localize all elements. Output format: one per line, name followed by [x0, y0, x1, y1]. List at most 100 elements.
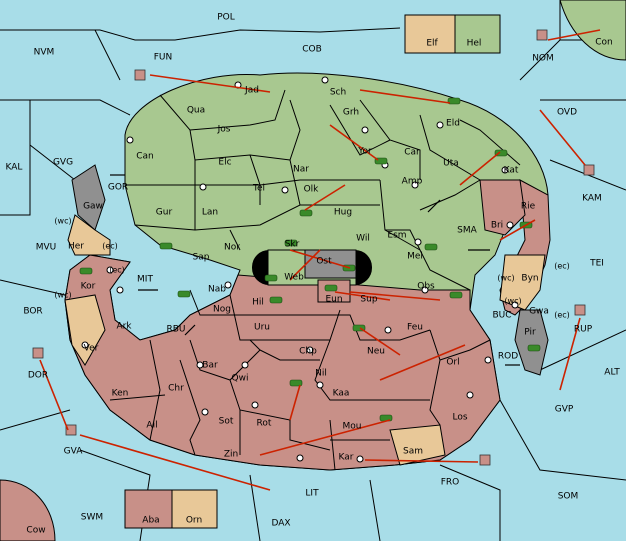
label-Yor: Yor: [357, 147, 372, 157]
label-Web: Web: [284, 273, 304, 283]
label-BUC: BUC: [492, 311, 511, 321]
label-Rie: Rie: [521, 202, 536, 212]
label-Elf: Elf: [426, 39, 438, 49]
label-Eun: Eun: [325, 295, 342, 305]
label-Car: Car: [404, 148, 420, 158]
label-SWM: SWM: [81, 513, 103, 523]
label-BOR: BOR: [23, 307, 42, 317]
label-DAX: DAX: [271, 519, 290, 529]
label-ROD: ROD: [498, 352, 518, 362]
label-MVU: MVU: [36, 243, 57, 253]
label-NOM: NOM: [532, 54, 554, 64]
label-TEI: TEI: [589, 259, 604, 269]
label-OVD: OVD: [557, 108, 577, 118]
label-Nog: Nog: [213, 305, 231, 315]
label-Olk: Olk: [304, 185, 320, 195]
label-Ken: Ken: [112, 389, 129, 399]
coast-tag: (wc): [54, 217, 71, 226]
label-GVA: GVA: [64, 447, 84, 457]
supply-centers: [81, 76, 519, 463]
label-Pir: Pir: [524, 328, 536, 338]
label-Sup: Sup: [360, 295, 377, 305]
label-Con: Con: [595, 38, 613, 48]
label-Chp: Chp: [299, 347, 317, 357]
label-Jos: Jos: [217, 125, 231, 135]
label-Gwa: Gwa: [529, 307, 549, 317]
label-Tel: Tel: [252, 184, 265, 194]
label-Los: Los: [452, 413, 467, 423]
label-Uta: Uta: [443, 159, 459, 169]
order-arrows: [39, 29, 601, 491]
coast-tag: (ec): [554, 262, 570, 271]
label-GOR: GOR: [108, 183, 128, 193]
label-KAL: KAL: [6, 163, 23, 173]
label-MIT: MIT: [137, 275, 153, 285]
label-Lan: Lan: [202, 208, 218, 218]
label-Eld: Eld: [446, 119, 460, 129]
fleets: [32, 29, 595, 466]
label-Ost: Ost: [316, 257, 332, 267]
connectors: [110, 174, 520, 366]
label-FUN: FUN: [154, 53, 173, 63]
label-Nor: Nor: [224, 243, 240, 253]
label-RBU: RBU: [166, 325, 185, 335]
label-Feu: Feu: [407, 323, 423, 333]
label-Rot: Rot: [257, 419, 272, 429]
label-Byn: Byn: [521, 274, 538, 284]
label-Wil: Wil: [356, 234, 370, 244]
label-Kat: Kat: [504, 166, 519, 176]
label-Neu: Neu: [367, 347, 385, 357]
label-RUP: RUP: [574, 325, 593, 335]
label-Sot: Sot: [219, 417, 234, 427]
label-Obs: Obs: [417, 282, 435, 292]
label-Elc: Elc: [218, 158, 231, 168]
label-Hel: Hel: [467, 39, 482, 49]
label-Esm: Esm: [387, 231, 406, 241]
label-SOM: SOM: [558, 492, 579, 502]
label-Zin: Zin: [224, 450, 238, 460]
label-POL: POL: [217, 13, 235, 23]
coast-tag: (ec): [554, 311, 570, 320]
label-GVP: GVP: [555, 405, 574, 415]
coast-tag: (wc): [54, 291, 71, 300]
label-KAM: KAM: [582, 194, 602, 204]
label-Jad: Jad: [244, 86, 259, 96]
label-Ver: Ver: [84, 344, 99, 354]
label-Amp: Amp: [402, 177, 423, 187]
coast-tag: (wc): [504, 297, 521, 306]
label-Cow: Cow: [26, 526, 45, 536]
label-Qua: Qua: [187, 106, 205, 116]
label-Sap: Sap: [193, 253, 210, 263]
province-labels: POL NVM FUN COB Con NOM OVD KAL GVG KAM …: [6, 13, 621, 536]
label-ALT: ALT: [604, 368, 620, 378]
label-Gaw: Gaw: [83, 202, 103, 212]
label-Chr: Chr: [168, 384, 184, 394]
label-Nar: Nar: [293, 165, 309, 175]
label-Her: Her: [68, 242, 84, 252]
label-COB: COB: [302, 45, 322, 55]
label-Can: Can: [136, 152, 154, 162]
land-mass: [64, 72, 551, 471]
label-LIT: LIT: [305, 489, 319, 499]
label-Orn: Orn: [186, 516, 202, 526]
label-Nab: Nab: [208, 285, 226, 295]
label-SMA: SMA: [457, 226, 477, 236]
label-Bri: Bri: [491, 221, 503, 231]
label-GVG: GVG: [53, 158, 73, 168]
coast-labels: (wc) (ec) (ec) (wc) (wc) (ec) (wc) (ec): [54, 217, 569, 320]
label-Sam: Sam: [403, 447, 423, 457]
label-DOR: DOR: [28, 371, 48, 381]
label-NVM: NVM: [34, 48, 55, 58]
label-Orl: Orl: [446, 358, 459, 368]
label-Ark: Ark: [116, 322, 132, 332]
label-Uru: Uru: [254, 323, 270, 333]
label-Kaa: Kaa: [333, 389, 350, 399]
label-Kor: Kor: [81, 282, 96, 292]
label-Bar: Bar: [202, 361, 218, 371]
land-borders: [109, 89, 521, 471]
label-Qwi: Qwi: [232, 374, 249, 384]
